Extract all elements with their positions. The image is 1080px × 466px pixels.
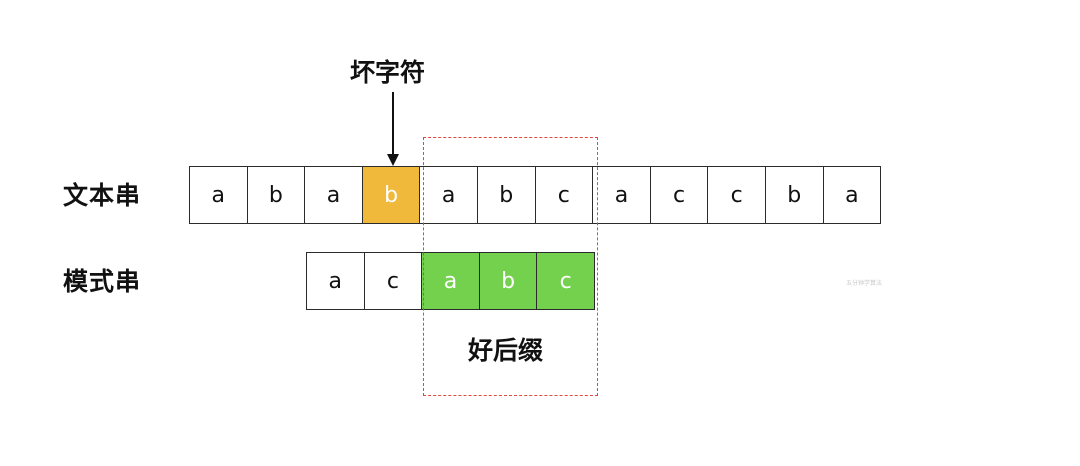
text-string-label: 文本串: [63, 181, 142, 210]
good-suffix-label: 好后缀: [468, 336, 544, 365]
text-cell-2: a: [304, 166, 363, 224]
text-cell-9: c: [707, 166, 766, 224]
pattern-string-label: 模式串: [63, 267, 142, 296]
watermark: 五分钟学算法: [846, 280, 883, 287]
text-cell-6: c: [534, 166, 594, 224]
pattern-cell-1: c: [363, 252, 423, 310]
text-cell-7: a: [592, 166, 651, 224]
text-cell-11: a: [822, 166, 882, 224]
pattern-cell-4-good: c: [536, 252, 595, 310]
bad-character-arrow-line: [392, 92, 394, 156]
text-cell-4: a: [419, 166, 478, 224]
text-cell-10: b: [764, 166, 824, 224]
bad-character-label: 坏字符: [350, 58, 426, 87]
text-cell-0: a: [189, 166, 248, 224]
text-cell-3-bad: b: [361, 166, 421, 224]
arrow-down-icon: [387, 154, 399, 166]
text-cell-1: b: [246, 166, 306, 224]
text-cell-8: c: [649, 166, 709, 224]
good-suffix-highlight-box: [423, 137, 598, 396]
pattern-cell-0: a: [306, 252, 365, 310]
